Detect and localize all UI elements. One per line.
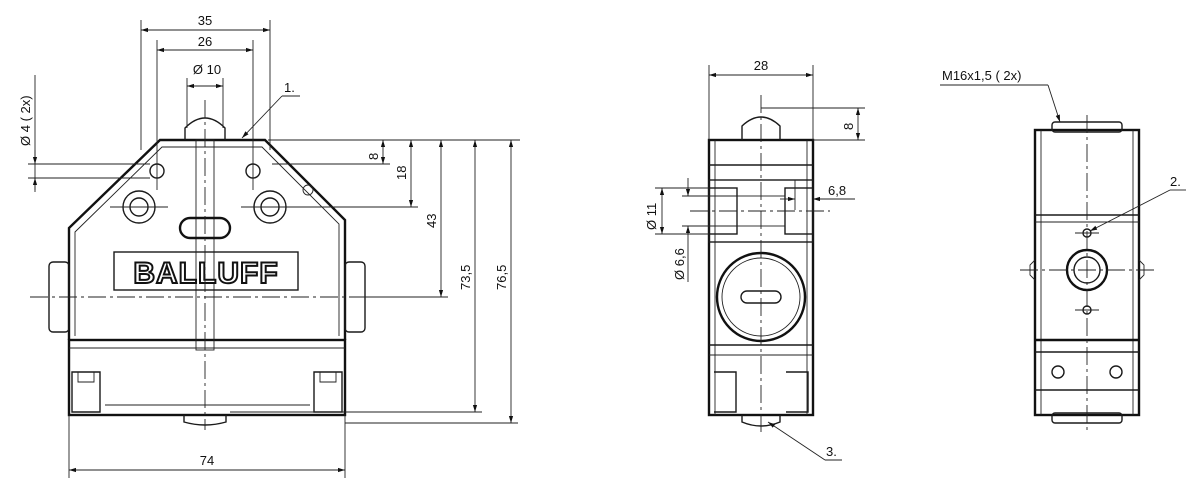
callout-2: 2. <box>1170 174 1181 189</box>
dim-dia-11: Ø 11 <box>644 203 659 230</box>
dim-h-76-5: 76,5 <box>494 265 509 290</box>
dim-dia-6-6: Ø 6,6 <box>672 248 687 280</box>
switch-cover <box>67 138 347 340</box>
brand-plate <box>113 251 299 291</box>
dim-dia-10: Ø 10 <box>193 62 221 77</box>
dim-width-35: 35 <box>198 13 212 28</box>
callout-1: 1. <box>284 80 295 95</box>
dim-width-28: 28 <box>754 58 768 73</box>
thread-label: M16x1,5 ( 2x) <box>942 68 1021 83</box>
callout-3: 3. <box>826 444 837 459</box>
front-view: BALLUFF Ø 4 ( 2x) 35 26 Ø 10 1. <box>18 13 520 478</box>
back-view: M16x1,5 ( 2x) 2. <box>940 68 1186 430</box>
dim-width-26: 26 <box>198 34 212 49</box>
side-view: 28 8 Ø 11 Ø 6,6 6,8 3. <box>644 58 865 461</box>
dim-width-74: 74 <box>200 453 214 468</box>
dim-h-8: 8 <box>366 153 381 160</box>
dim-h-18: 18 <box>394 166 409 180</box>
dim-h-43: 43 <box>424 214 439 228</box>
dim-h-73-5: 73,5 <box>458 265 473 290</box>
brand-logo: BALLUFF <box>133 257 278 290</box>
dim-hole-dia: Ø 4 ( 2x) <box>18 95 33 146</box>
dim-side-h-8: 8 <box>841 123 856 130</box>
housing-base <box>67 338 347 417</box>
dim-6-8: 6,8 <box>828 183 846 198</box>
